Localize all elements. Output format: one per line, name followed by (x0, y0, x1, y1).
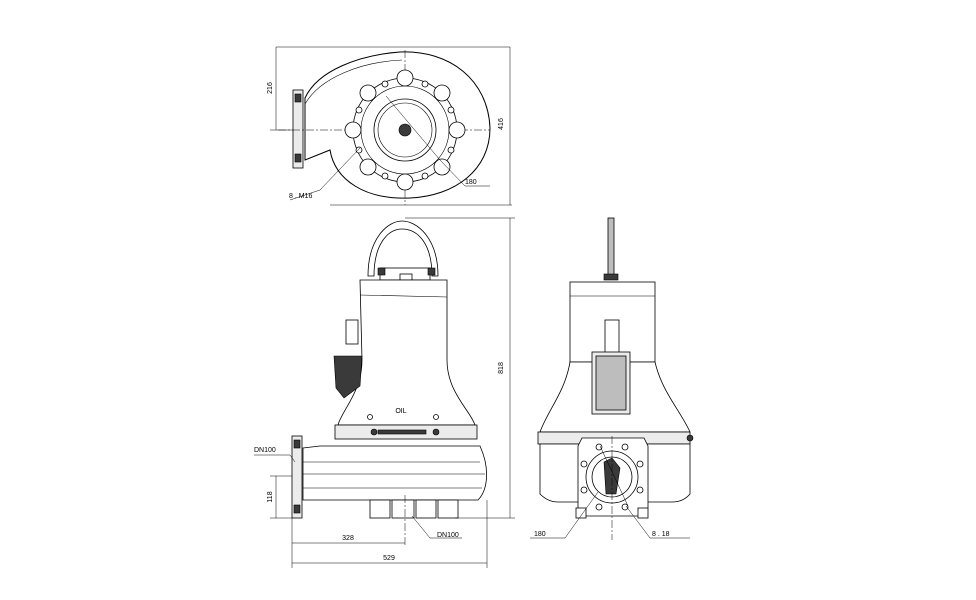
bolt-hole (381, 80, 389, 88)
flange-bolt (293, 504, 301, 514)
cable-gland (345, 319, 359, 345)
lobe (433, 84, 451, 102)
bolt-hole (381, 172, 389, 180)
lifting-handle (367, 220, 439, 277)
front-pcd-leader (530, 491, 599, 539)
foot (369, 499, 391, 519)
clamp-bolt (686, 434, 694, 442)
foot (437, 499, 459, 519)
bolt-hole (421, 172, 429, 180)
lobe (433, 158, 451, 176)
dim-416-label: 416 (498, 118, 505, 130)
pcd-diagonal (385, 95, 441, 161)
dim-529-label: 529 (383, 555, 395, 562)
top-view: 216 416 (267, 46, 512, 206)
nameplate-bracket (333, 355, 363, 399)
bolt-hole (636, 486, 644, 494)
bolt-hole (421, 80, 429, 88)
dim-118-label: 118 (267, 491, 274, 502)
flange-bolt-holes (580, 443, 644, 511)
top-bolt-label: 8 . M16 (289, 193, 312, 200)
bolt-hole (447, 146, 455, 154)
bolt-hole (447, 106, 455, 114)
dim-818-label: 818 (498, 362, 505, 374)
volute-outline (304, 51, 491, 199)
motor-housing (337, 279, 476, 426)
motor-band (359, 294, 448, 298)
inlet-label: DN100 (437, 532, 459, 539)
discharge-flange (292, 89, 304, 169)
top-pcd-label: 180 (465, 179, 477, 186)
lobe (396, 173, 414, 191)
pcd-diagonal (599, 445, 629, 507)
outlet-flange (291, 435, 303, 519)
lobe (359, 84, 377, 102)
bolt-lobes (344, 69, 466, 191)
side-view: OIL 818 118 328 (254, 217, 515, 568)
bolt-hole (355, 106, 363, 114)
bolt-hole (636, 460, 644, 468)
lobe (396, 69, 414, 87)
pump-housing (302, 445, 487, 501)
cable-gland (604, 319, 620, 355)
bolt-hole (580, 486, 588, 494)
bolt-leader (289, 147, 361, 201)
lifting-bar-base (603, 273, 619, 281)
foot (415, 499, 437, 519)
lobe (359, 158, 377, 176)
bolt-hole (595, 443, 603, 451)
oil-plug (433, 414, 439, 420)
bolt-holes (355, 80, 455, 180)
outlet-leader (254, 454, 296, 463)
dim-216-label: 216 (267, 82, 274, 94)
bolt-hole (595, 503, 603, 511)
clamp-bolt (432, 428, 440, 436)
outlet-label: DN100 (254, 447, 276, 454)
volute-inner-line (304, 59, 403, 105)
inlet-leader (411, 515, 462, 539)
cap-bolt (427, 267, 436, 276)
front-bolt-label: 8 . 18 (652, 531, 670, 538)
flange-bolt (294, 153, 302, 163)
pcd-leader (439, 159, 490, 187)
foot (575, 507, 587, 519)
nameplate (595, 355, 627, 411)
flange-bolt (294, 93, 302, 103)
front-view: 180 8 . 18 (530, 217, 694, 540)
front-bolt-leader (625, 505, 690, 539)
lobe (448, 121, 466, 139)
clamp-bolt (370, 428, 378, 436)
lifting-bar (607, 217, 615, 277)
cap-plug (399, 273, 413, 281)
bolt-hole (580, 460, 588, 468)
bolt-hole (621, 443, 629, 451)
dim-328-label: 328 (342, 535, 354, 542)
oil-label: OIL (395, 408, 406, 415)
impeller-hub (398, 123, 412, 137)
clamp (377, 429, 427, 435)
foot (637, 507, 649, 519)
flange-bolt (293, 439, 301, 449)
oil-plug (367, 414, 373, 420)
front-pcd-label: 180 (534, 531, 546, 538)
inlet-ring (391, 499, 415, 519)
cap-bolt (377, 267, 386, 276)
suction-ring-inner (377, 102, 433, 158)
bolt-hole (621, 503, 629, 511)
lobe (344, 121, 362, 139)
bolt-hole (355, 146, 363, 154)
